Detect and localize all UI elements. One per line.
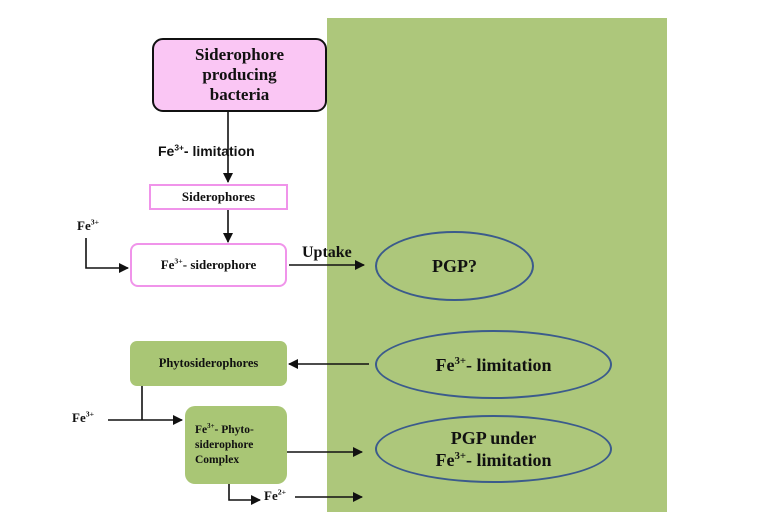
- uptake-label: Uptake: [302, 244, 352, 261]
- phyto-complex-box: Fe3+- Phyto- siderophore Complex: [185, 406, 287, 484]
- pgp-question-ellipse: PGP?: [375, 231, 534, 301]
- phyto-complex-line1: Fe3+- Phyto-: [195, 422, 254, 436]
- siderophores-label: Siderophores: [181, 189, 256, 204]
- fe-limitation-ellipse-label: Fe3+- limitation: [435, 354, 552, 375]
- fe-limitation-ellipse: Fe3+- limitation: [375, 330, 612, 399]
- phytosiderophores-label: Phytosiderophores: [158, 356, 259, 370]
- fe-siderophore-label: Fe3+- siderophore: [160, 256, 257, 272]
- arrow-complex-to-fe2: [228, 484, 261, 505]
- siderophore-bacteria-box: Siderophore producing bacteria: [152, 38, 327, 112]
- pgp-under-line1: PGP under: [450, 428, 537, 448]
- phyto-complex-line2: siderophore: [195, 438, 254, 451]
- bacteria-line2: producing: [202, 65, 277, 84]
- pgp-question-label: PGP?: [432, 256, 477, 276]
- phyto-complex-line3: Complex: [195, 453, 240, 466]
- bacteria-line1: Siderophore: [194, 45, 285, 64]
- pgp-under-line2: Fe3+- limitation: [435, 450, 552, 470]
- bacteria-line3: bacteria: [209, 85, 270, 104]
- arrow-fe3-to-siderophore: [85, 238, 129, 273]
- phytosiderophores-box: Phytosiderophores: [130, 341, 287, 386]
- pgp-under-limitation-ellipse: PGP under Fe3+- limitation: [375, 415, 612, 483]
- siderophores-box: Siderophores: [149, 184, 288, 210]
- fe3-label-top: Fe3+: [77, 217, 100, 233]
- fe3-label-bottom: Fe3+: [72, 409, 95, 425]
- fe2-label: Fe2+: [264, 487, 287, 503]
- fe-siderophore-box: Fe3+- siderophore: [130, 243, 287, 287]
- fe-limitation-label-top: Fe3+- limitation: [158, 142, 255, 159]
